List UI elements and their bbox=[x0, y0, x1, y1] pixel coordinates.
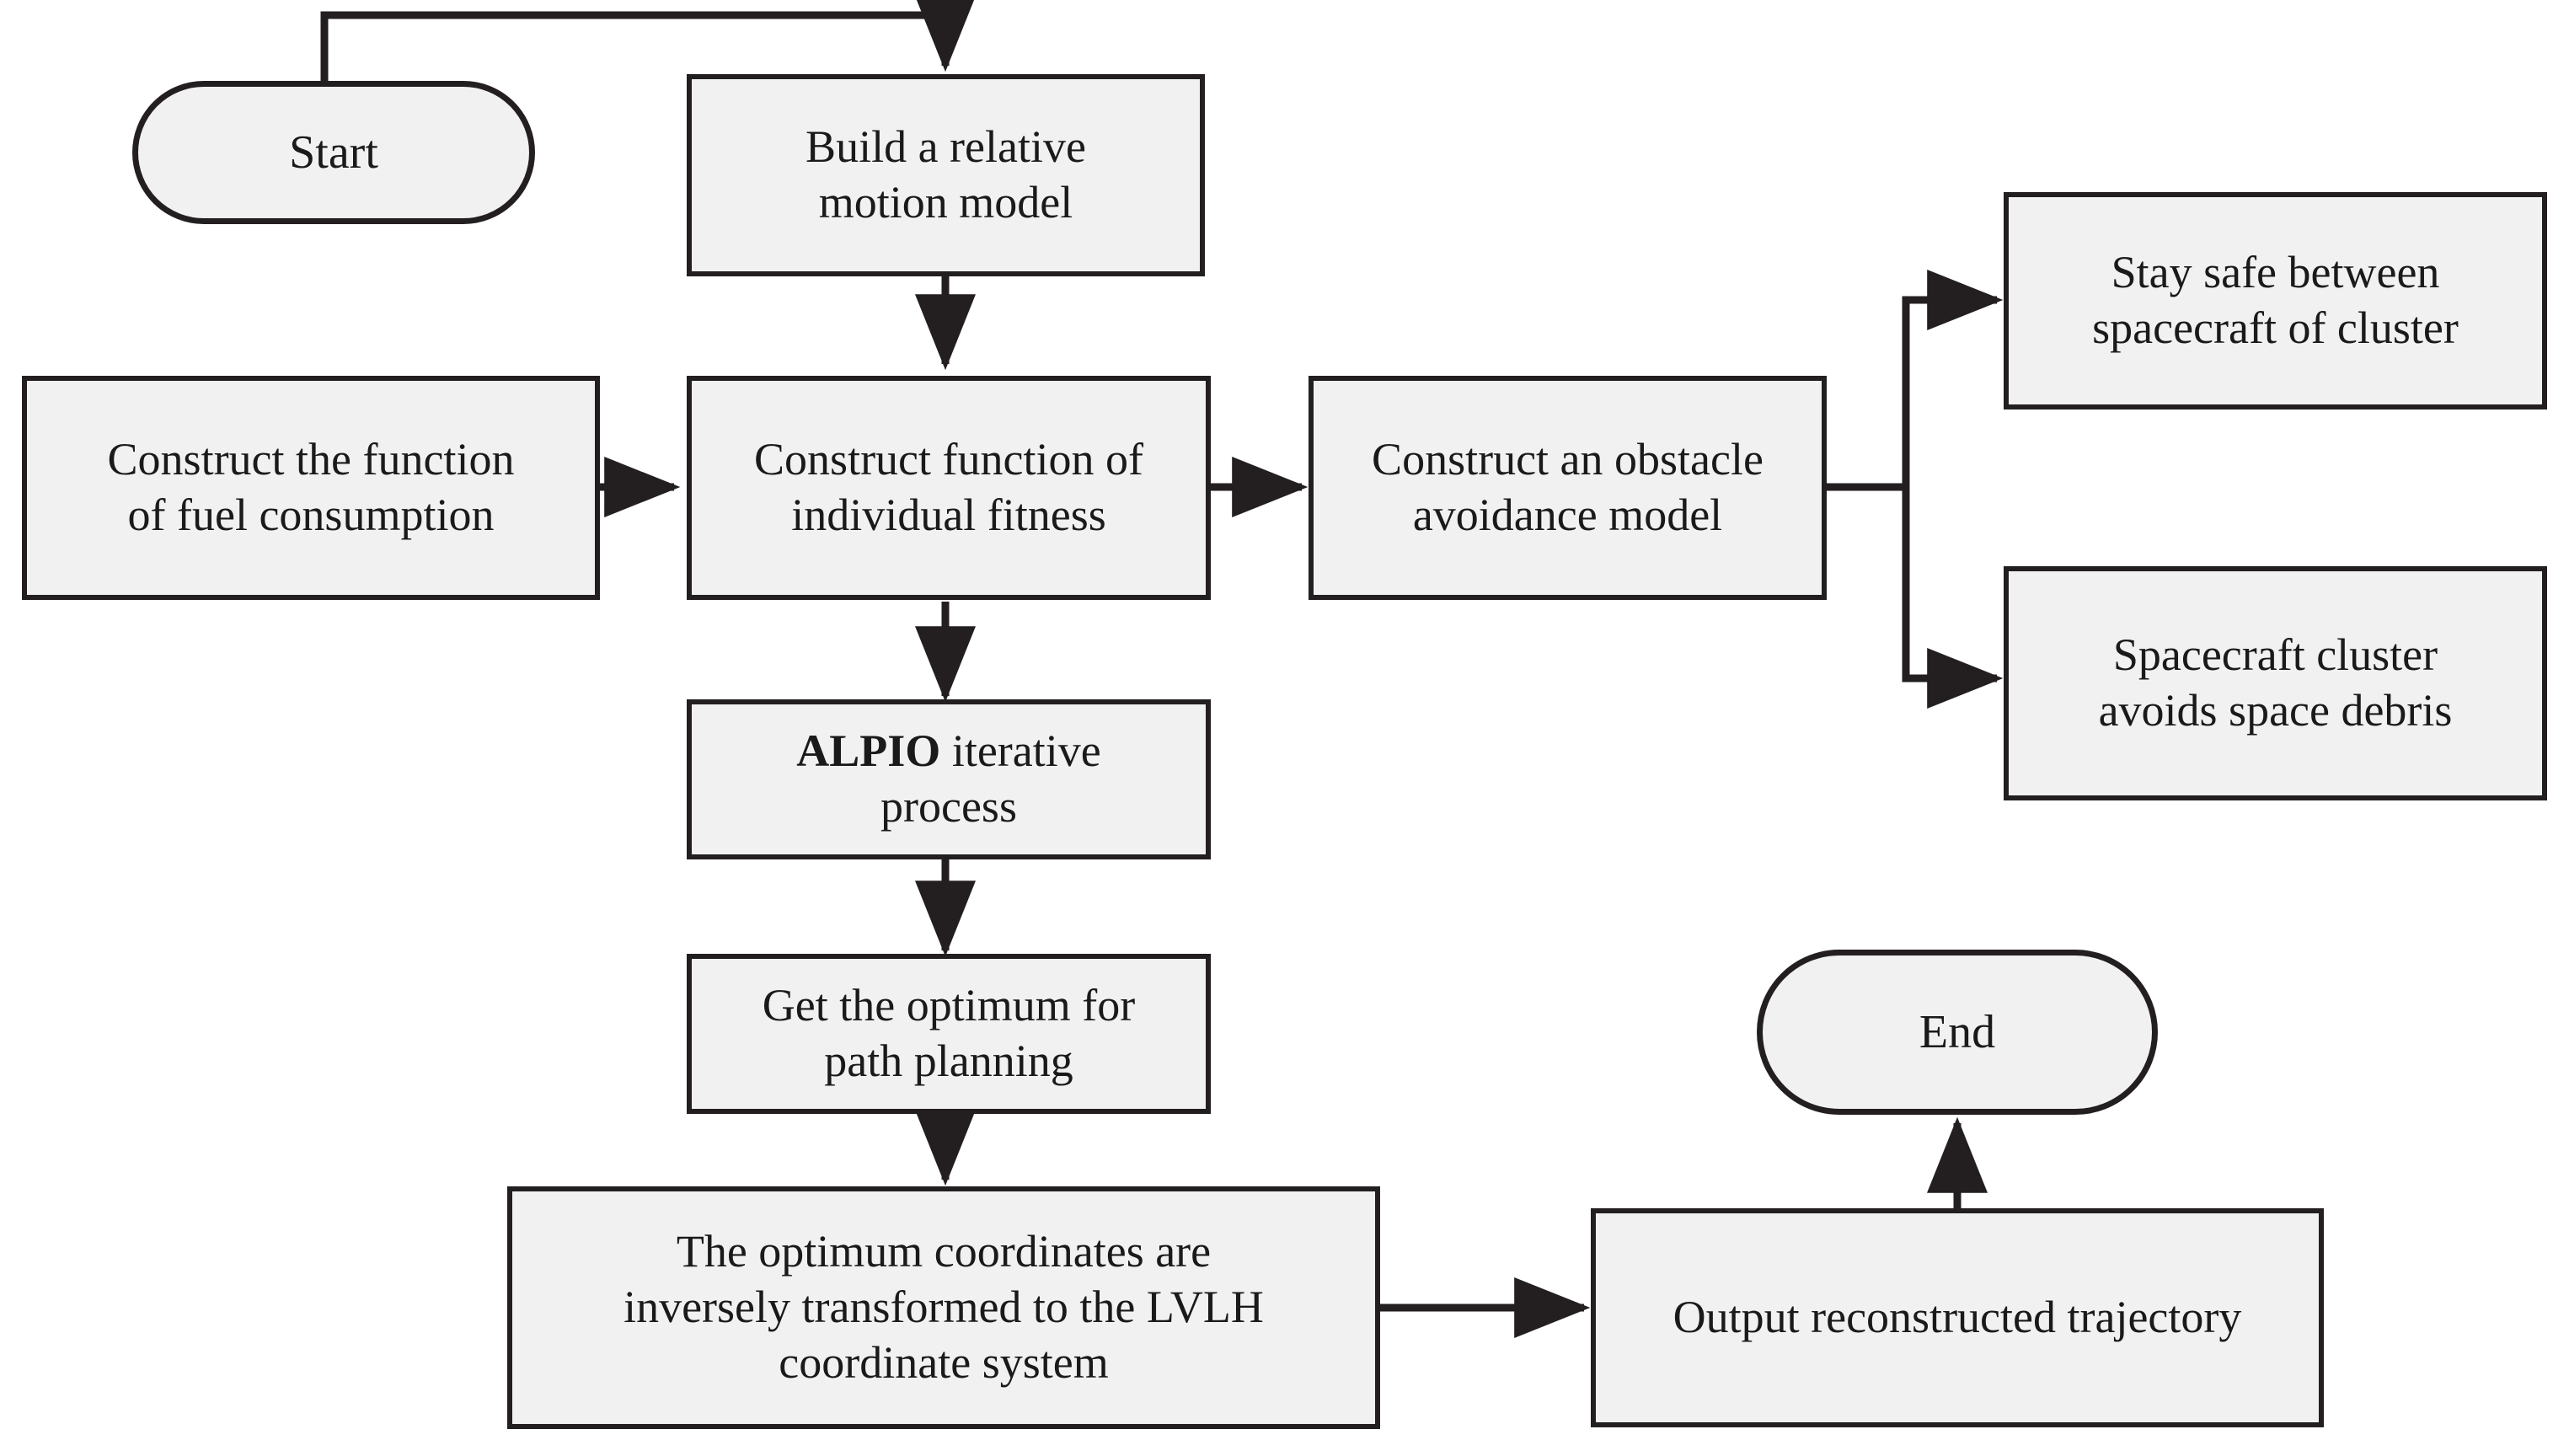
node-inverse-line1: The optimum coordinates are bbox=[676, 1226, 1212, 1277]
node-construct-individual-fitness-function[interactable]: Construct function of individual fitness bbox=[687, 376, 1211, 600]
edge-obstacle-to-avoid-debris bbox=[1902, 487, 2004, 709]
node-get-optimum-line2: path planning bbox=[824, 1036, 1073, 1086]
node-start[interactable]: Start bbox=[132, 81, 535, 224]
node-output-reconstructed-trajectory[interactable]: Output reconstructed trajectory bbox=[1591, 1208, 2324, 1427]
node-get-optimum-line1: Get the optimum for bbox=[762, 980, 1136, 1031]
node-inverse-line2: inversely transformed to the LVLH bbox=[624, 1282, 1264, 1333]
node-construct-obstacle-avoidance-model[interactable]: Construct an obstacle avoidance model bbox=[1309, 376, 1827, 600]
node-output-label: Output reconstructed trajectory bbox=[1673, 1292, 2242, 1343]
node-build-model-line2: motion model bbox=[818, 177, 1073, 228]
node-inverse-line3: coordinate system bbox=[779, 1336, 1109, 1388]
node-alpio-emphasis: ALPIO bbox=[796, 725, 941, 777]
node-alpio-iterative-process[interactable]: ALPIO iterative process bbox=[687, 699, 1211, 859]
node-spacecraft-cluster-avoids-debris[interactable]: Spacecraft cluster avoids space debris bbox=[2004, 566, 2547, 800]
node-start-label: Start bbox=[289, 126, 378, 179]
node-inverse-transform-lvlh[interactable]: The optimum coordinates are inversely tr… bbox=[507, 1186, 1380, 1429]
edge-obstacle-to-stay-safe bbox=[1827, 270, 2004, 491]
node-stay-safe-between-spacecraft[interactable]: Stay safe between spacecraft of cluster bbox=[2004, 192, 2547, 410]
node-end-label: End bbox=[1919, 1005, 1996, 1058]
node-build-relative-motion-model[interactable]: Build a relative motion model bbox=[687, 74, 1205, 276]
node-stay-safe-line2: spacecraft of cluster bbox=[2092, 302, 2459, 353]
node-fitness-line1: Construct function of bbox=[754, 434, 1143, 485]
node-avoid-debris-line1: Spacecraft cluster bbox=[2112, 629, 2438, 681]
node-construct-fuel-consumption-function[interactable]: Construct the function of fuel consumpti… bbox=[22, 376, 600, 600]
node-fuel-function-line2: of fuel consumption bbox=[127, 490, 495, 540]
node-end[interactable]: End bbox=[1757, 950, 2158, 1115]
node-fitness-line2: individual fitness bbox=[791, 490, 1106, 540]
edge-start-to-build-model bbox=[320, 0, 976, 81]
node-obstacle-line1: Construct an obstacle bbox=[1372, 434, 1764, 485]
node-fuel-function-line1: Construct the function bbox=[107, 434, 515, 485]
node-alpio-line1-rest: iterative bbox=[940, 725, 1101, 777]
node-build-model-line1: Build a relative bbox=[805, 121, 1086, 173]
node-avoid-debris-line2: avoids space debris bbox=[2098, 685, 2453, 736]
node-obstacle-line2: avoidance model bbox=[1412, 490, 1723, 540]
node-alpio-line2: process bbox=[880, 781, 1017, 832]
node-stay-safe-line1: Stay safe between bbox=[2111, 247, 2440, 298]
node-get-optimum-path-planning[interactable]: Get the optimum for path planning bbox=[687, 954, 1211, 1114]
